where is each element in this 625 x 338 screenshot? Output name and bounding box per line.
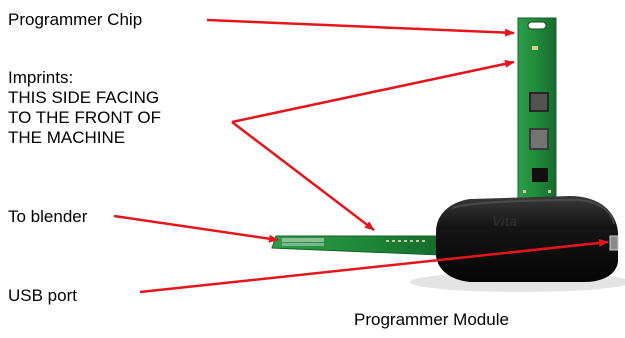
- usb-port-label: USB port: [8, 286, 77, 305]
- programmer-chip-label: Programmer Chip: [8, 10, 143, 29]
- programmer-chip-pcb: [517, 17, 557, 217]
- arrow-to-blender: [113, 214, 279, 243]
- annotation-arrows: [113, 18, 609, 294]
- module-embossed-logo: Vita: [492, 213, 517, 229]
- to-blender-label: To blender: [8, 207, 88, 226]
- chip-hanging-slot: [527, 21, 547, 30]
- arrow-usb-port: [139, 238, 609, 294]
- programmer-module-body: Vita: [436, 196, 619, 282]
- imprints-line: TO THE FRONT OF: [8, 108, 162, 127]
- imprints-label: Imprints: THIS SIDE FACING TO THE FRONT …: [8, 68, 161, 148]
- arrow-programmer-chip: [206, 18, 515, 37]
- imprints-heading: Imprints:: [8, 68, 74, 87]
- imprints-line: THE MACHINE: [8, 128, 126, 147]
- arrow-imprints-lower: [231, 121, 375, 231]
- programmer-module-label: Programmer Module: [354, 310, 509, 329]
- imprints-line: THIS SIDE FACING: [8, 88, 160, 107]
- blender-connector-pcb: [271, 235, 441, 256]
- usb-port: [609, 235, 619, 251]
- arrow-imprints-upper: [231, 59, 515, 124]
